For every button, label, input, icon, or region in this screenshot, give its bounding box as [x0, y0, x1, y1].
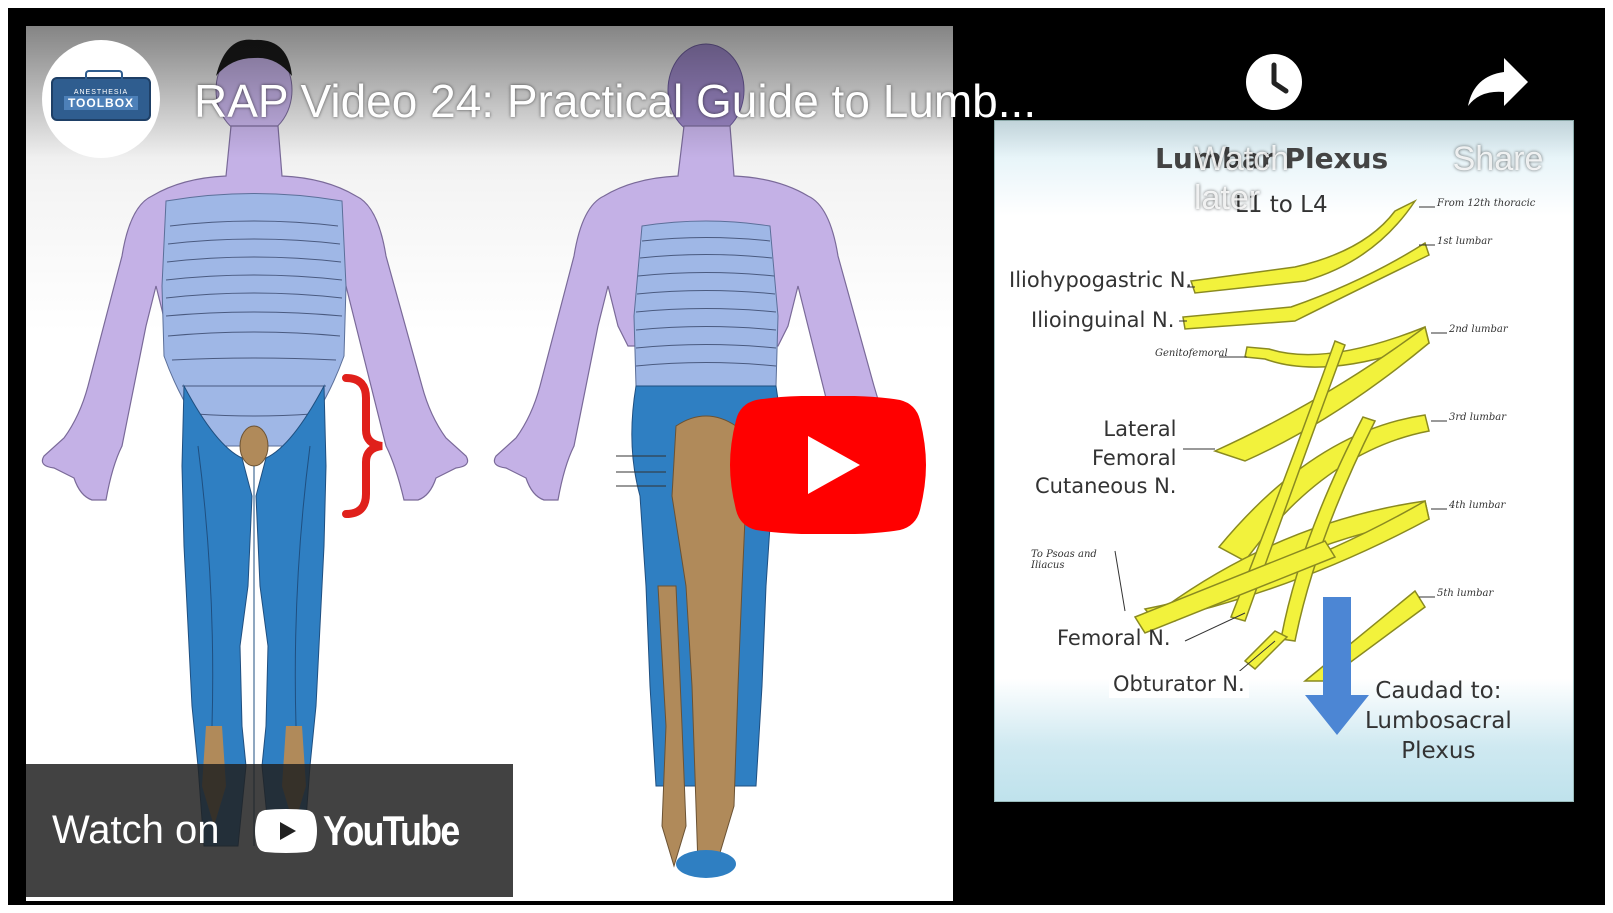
channel-logo-bottom-text: TOOLBOX: [64, 96, 138, 110]
watch-later-button[interactable]: Watch later: [1194, 52, 1354, 218]
youtube-logo-icon: [255, 809, 317, 853]
channel-logo-top-text: ANESTHESIA: [74, 89, 128, 96]
watch-later-label: Watch later: [1194, 140, 1354, 218]
toolbox-logo-icon: ANESTHESIA TOOLBOX: [51, 77, 151, 121]
plexus-label-psoas: To Psoas and Iliacus: [1031, 549, 1097, 571]
video-title-link[interactable]: RAP Video 24: Practical Guide to Lumb...: [194, 74, 1104, 128]
youtube-logo: YouTube: [255, 807, 482, 855]
plexus-label-femoral: Femoral N.: [1057, 625, 1171, 652]
plexus-label-ilioinguinal: Ilioinguinal N.: [1031, 307, 1174, 334]
youtube-embed-player[interactable]: Lumbar Plexus L1 to L4 Iliohypogastric N…: [8, 8, 1605, 905]
youtube-wordmark: YouTube: [323, 807, 459, 855]
root-label-l1: 1st lumbar: [1437, 235, 1492, 248]
root-label-l3: 3rd lumbar: [1449, 411, 1506, 424]
plexus-label-lateral-femoral: Lateral Femoral Cutaneous N.: [1035, 415, 1176, 501]
plexus-label-iliohypogastric: Iliohypogastric N.: [1009, 267, 1192, 294]
root-label-l5: 5th lumbar: [1437, 587, 1493, 600]
watch-on-label: Watch on: [52, 808, 219, 853]
channel-avatar[interactable]: ANESTHESIA TOOLBOX: [42, 40, 160, 158]
plexus-label-genitofemoral: Genitofemoral: [1155, 347, 1228, 360]
youtube-play-icon: [730, 396, 926, 534]
watch-on-youtube-button[interactable]: Watch on YouTube: [26, 764, 513, 897]
front-body-figure: [42, 40, 467, 846]
clock-icon: [1244, 52, 1304, 112]
root-label-t12: From 12th thoracic: [1437, 197, 1535, 210]
caudad-arrow: [1305, 597, 1369, 735]
plexus-label-caudad: Caudad to: Lumbosacral Plexus: [1365, 677, 1512, 767]
lumbar-plexus-illustration: Lumbar Plexus L1 to L4 Iliohypogastric N…: [994, 120, 1574, 802]
plexus-label-obturator: Obturator N.: [1109, 671, 1249, 698]
share-arrow-icon: [1466, 52, 1530, 112]
root-label-l2: 2nd lumbar: [1449, 323, 1508, 336]
share-button[interactable]: Share: [1418, 52, 1578, 179]
play-button[interactable]: [730, 396, 926, 534]
share-label: Share: [1453, 140, 1544, 179]
root-label-l4: 4th lumbar: [1449, 499, 1505, 512]
